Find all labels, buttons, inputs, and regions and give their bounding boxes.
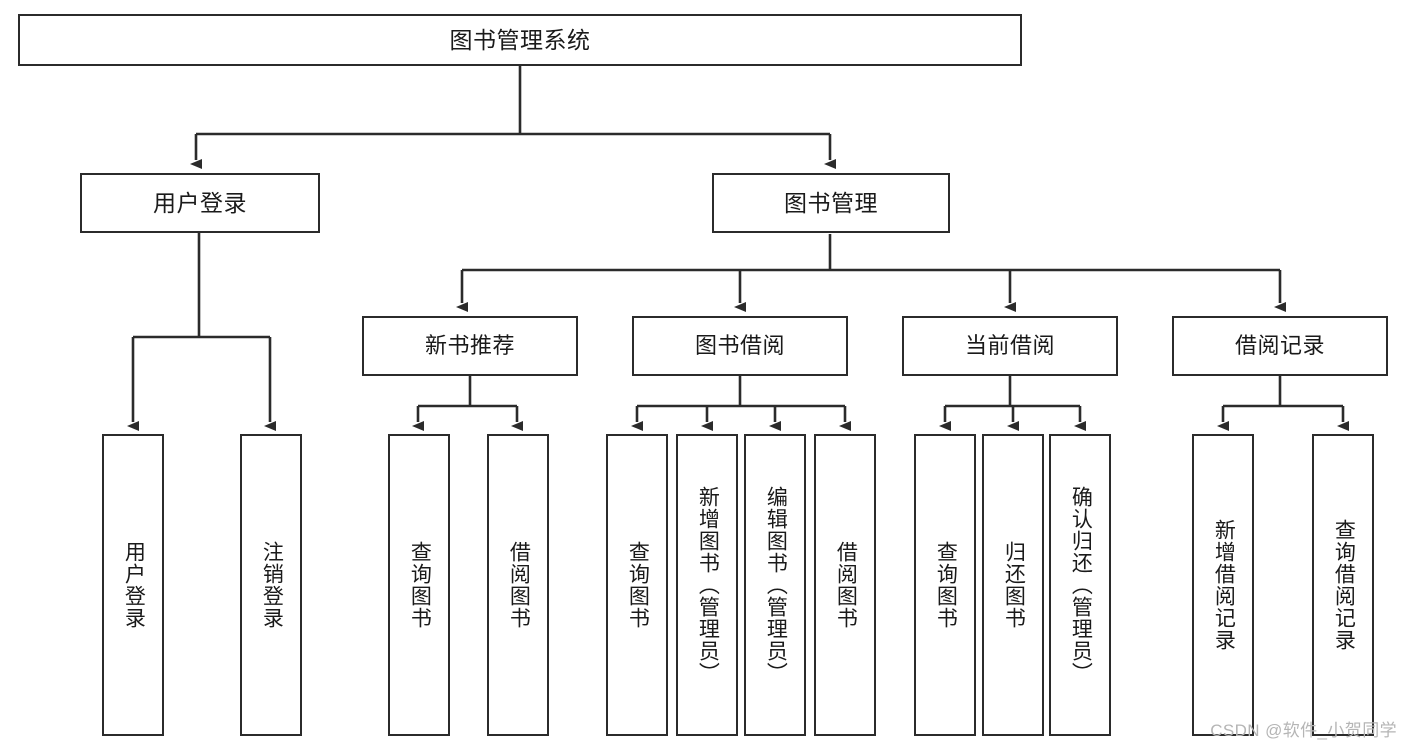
node-label: 当前借阅 [964, 333, 1055, 359]
node-borrow-record[interactable]: 借阅记录 [1172, 316, 1388, 376]
connector-root-to-level2 [190, 66, 836, 169]
node-leaf-add-book[interactable]: 新增图书（管理员） [676, 434, 738, 736]
connector-borrowrecord-to-leaves [1217, 376, 1349, 431]
node-user-login[interactable]: 用户登录 [80, 173, 320, 233]
node-leaf-query-book-3[interactable]: 查询图书 [914, 434, 976, 736]
node-leaf-user-login[interactable]: 用户登录 [102, 434, 164, 736]
node-label: 查询图书 [408, 541, 432, 629]
node-label: 借阅记录 [1234, 333, 1325, 359]
node-label: 确认归还（管理员） [1069, 486, 1093, 684]
node-label: 新增图书（管理员） [696, 486, 720, 684]
node-book-management[interactable]: 图书管理 [712, 173, 950, 233]
node-leaf-query-record[interactable]: 查询借阅记录 [1312, 434, 1374, 736]
connector-userlogin-to-leaves [127, 233, 276, 431]
node-label: 图书管理系统 [449, 26, 591, 53]
node-label: 归还图书 [1002, 541, 1026, 629]
node-label: 用户登录 [122, 541, 146, 629]
node-leaf-return-book[interactable]: 归还图书 [982, 434, 1044, 736]
node-label: 查询图书 [626, 541, 650, 629]
node-book-borrow[interactable]: 图书借阅 [632, 316, 848, 376]
node-new-book-recommend[interactable]: 新书推荐 [362, 316, 578, 376]
node-label: 查询图书 [934, 541, 958, 629]
node-leaf-borrow-book-2[interactable]: 借阅图书 [814, 434, 876, 736]
node-label: 图书借阅 [694, 333, 785, 359]
connector-bookmgmt-to-level3 [456, 234, 1286, 312]
node-leaf-edit-book[interactable]: 编辑图书（管理员） [744, 434, 806, 736]
connector-currentborrow-to-leaves [939, 376, 1086, 431]
node-leaf-add-record[interactable]: 新增借阅记录 [1192, 434, 1254, 736]
node-leaf-logout-login[interactable]: 注销登录 [240, 434, 302, 736]
connector-newbook-to-leaves [412, 376, 523, 431]
node-label: 新增借阅记录 [1212, 519, 1236, 651]
connector-bookborrow-to-leaves [631, 376, 851, 431]
node-label: 图书管理 [784, 189, 878, 216]
node-label: 新书推荐 [424, 333, 515, 359]
node-label: 注销登录 [260, 541, 284, 629]
node-leaf-borrow-book-1[interactable]: 借阅图书 [487, 434, 549, 736]
node-label: 查询借阅记录 [1332, 519, 1356, 651]
node-label: 借阅图书 [507, 541, 531, 629]
node-leaf-confirm-return[interactable]: 确认归还（管理员） [1049, 434, 1111, 736]
node-leaf-query-book-2[interactable]: 查询图书 [606, 434, 668, 736]
node-label: 编辑图书（管理员） [764, 486, 788, 684]
node-current-borrow[interactable]: 当前借阅 [902, 316, 1118, 376]
node-leaf-query-book-1[interactable]: 查询图书 [388, 434, 450, 736]
node-root-system[interactable]: 图书管理系统 [18, 14, 1022, 66]
node-label: 用户登录 [153, 189, 247, 216]
node-label: 借阅图书 [834, 541, 858, 629]
